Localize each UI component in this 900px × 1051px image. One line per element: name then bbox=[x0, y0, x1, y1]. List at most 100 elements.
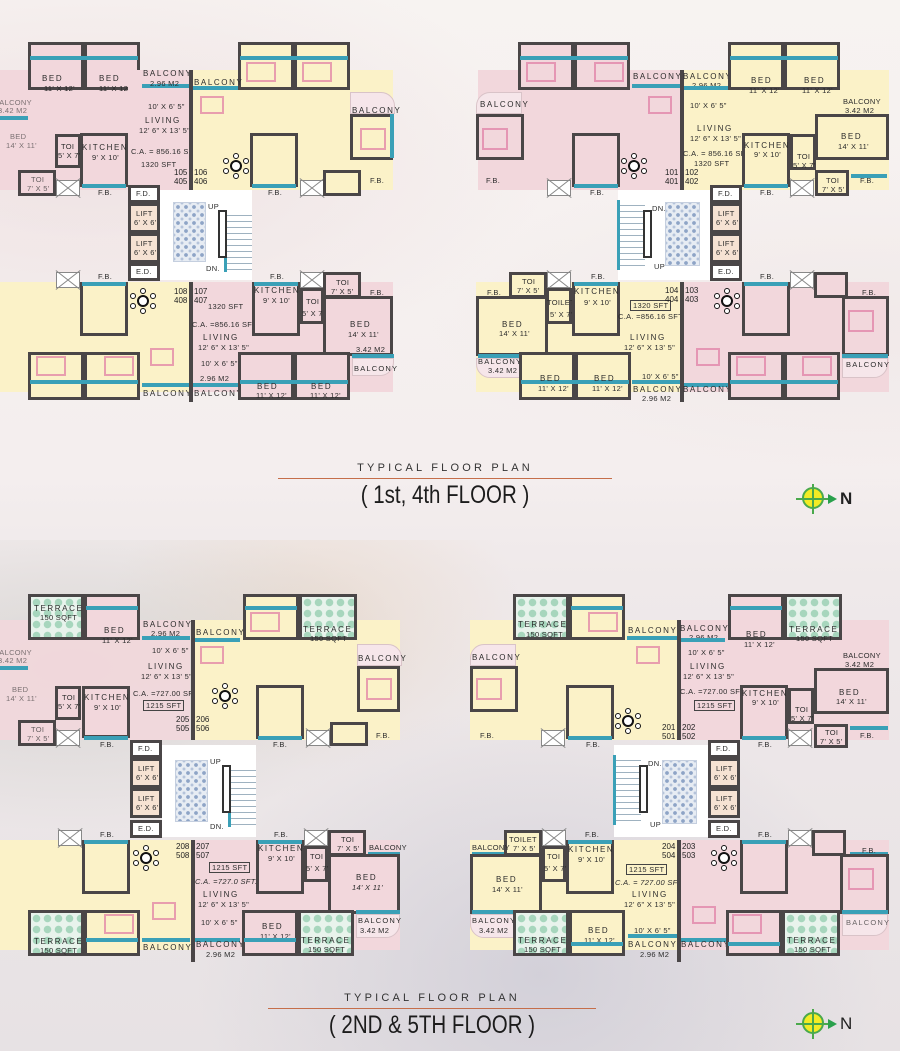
electric-duct bbox=[708, 820, 740, 838]
window bbox=[568, 736, 612, 740]
party-wall bbox=[189, 282, 193, 402]
toilet-room bbox=[814, 272, 848, 298]
kitchen-size: 9' X 10' bbox=[578, 855, 605, 864]
dn-label: DN. bbox=[652, 204, 666, 213]
balcony-label: BALCONY bbox=[194, 78, 244, 87]
fb-label: F.B. bbox=[273, 740, 288, 749]
window bbox=[0, 666, 28, 670]
bed-room bbox=[476, 296, 548, 356]
lift-size: 6' X 6' bbox=[714, 803, 737, 812]
bed-room bbox=[574, 42, 630, 90]
bed-furniture bbox=[848, 868, 874, 890]
side-balcony-size: 3.42 M2 bbox=[360, 926, 390, 935]
balcony-rail bbox=[627, 636, 677, 640]
toilet-label: TOI bbox=[310, 852, 324, 861]
kitchen-room bbox=[742, 282, 790, 336]
fb-label: F.B. bbox=[98, 272, 113, 281]
side-balcony-size: 3.42 M2 bbox=[845, 660, 875, 669]
balcony-label: BALCONY bbox=[196, 628, 246, 637]
bed-furniture bbox=[588, 612, 618, 632]
window bbox=[30, 380, 138, 384]
bed-room bbox=[728, 42, 784, 90]
window bbox=[574, 184, 618, 188]
title-divider bbox=[268, 1008, 596, 1009]
unit-number: 403 bbox=[685, 295, 699, 304]
toilet-size: 7' X 5' bbox=[27, 734, 50, 743]
ed-label: E.D. bbox=[136, 267, 152, 276]
side-balcony bbox=[356, 914, 400, 938]
ed-label: E.D. bbox=[716, 824, 732, 833]
unit-number: 404 bbox=[665, 295, 679, 304]
bed-room bbox=[784, 42, 840, 90]
bed-label: BED bbox=[839, 688, 861, 697]
window bbox=[240, 56, 348, 60]
kitchen-room bbox=[256, 685, 304, 739]
unit-number: 206 bbox=[196, 715, 210, 724]
balcony-rail bbox=[142, 383, 190, 387]
party-wall bbox=[191, 840, 195, 962]
fb-label: F.B. bbox=[591, 272, 606, 281]
unit-number: 407 bbox=[194, 296, 208, 305]
toilet-label: TOI bbox=[826, 176, 840, 185]
terrace-label: TERRACE bbox=[303, 625, 353, 634]
kitchen-size: 9' X 10' bbox=[752, 698, 779, 707]
window bbox=[82, 282, 126, 286]
north-compass-icon: N bbox=[796, 1009, 858, 1039]
terrace bbox=[513, 910, 569, 956]
kitchen-size: 9' X 10' bbox=[754, 150, 781, 159]
unit-number: 204 bbox=[662, 842, 676, 851]
dn-label: DN. bbox=[210, 822, 224, 831]
living-size: 12' 6" X 13' 5" bbox=[198, 343, 250, 352]
duct-shaft bbox=[56, 180, 80, 196]
unit-number: 102 bbox=[685, 168, 699, 177]
kitchen-label: KITCHEN bbox=[742, 689, 789, 698]
dining-table-icon bbox=[714, 288, 740, 314]
fd-label: F.D. bbox=[136, 189, 151, 198]
duct-shaft bbox=[790, 272, 814, 288]
bed-label: BED bbox=[594, 374, 616, 383]
bed-label: BED bbox=[751, 76, 773, 85]
side-balcony bbox=[476, 92, 522, 114]
bed-label: BED bbox=[42, 74, 64, 83]
duct-shaft bbox=[541, 730, 565, 746]
side-balcony bbox=[357, 644, 402, 666]
electric-duct bbox=[710, 263, 742, 281]
unit-number: 104 bbox=[665, 286, 679, 295]
terrace-label: TERRACE bbox=[518, 936, 568, 945]
side-balcony-top-label: BALCONY bbox=[472, 843, 510, 852]
unit-number: 105 bbox=[174, 168, 188, 177]
balcony-label: BALCONY bbox=[143, 620, 193, 629]
north-label: N bbox=[840, 489, 853, 508]
lift-1 bbox=[710, 203, 742, 233]
bed-label: BED bbox=[350, 320, 372, 329]
side-balcony bbox=[350, 92, 395, 114]
left-balcony-label: BALCONY bbox=[0, 98, 32, 107]
lobby-floor-pattern bbox=[173, 202, 206, 262]
toilet-room bbox=[18, 720, 56, 746]
terrace bbox=[28, 594, 84, 640]
toilet-room bbox=[812, 830, 846, 856]
window bbox=[86, 606, 138, 610]
living-size: 12' 6" X 13' 5" bbox=[141, 672, 193, 681]
side-balcony-label: BALCONY bbox=[354, 364, 399, 373]
bed-furniture bbox=[366, 678, 392, 700]
bed-size: 11' X 12' bbox=[260, 932, 291, 941]
window bbox=[258, 736, 302, 740]
deck-size: 10' X 6' 5" bbox=[634, 926, 671, 935]
party-wall bbox=[677, 620, 681, 740]
terrace-size: 150 SQFT bbox=[40, 946, 77, 955]
balcony-rail bbox=[478, 354, 520, 358]
window bbox=[82, 184, 126, 188]
bed-label: BED bbox=[496, 875, 518, 884]
kitchen-label: KITCHEN bbox=[254, 286, 301, 295]
side-balcony-label: BALCONY bbox=[480, 100, 530, 109]
bed-room bbox=[519, 352, 575, 400]
side-balcony-size: 3.42 M2 bbox=[356, 345, 386, 354]
fb-label: F.B. bbox=[862, 288, 877, 297]
living-label: LIVING bbox=[690, 662, 726, 671]
kitchen-room bbox=[740, 840, 788, 894]
bed-furniture bbox=[360, 128, 386, 150]
lift-label: LIFT bbox=[136, 209, 153, 218]
toilet-size: 5' X 7' bbox=[58, 702, 81, 711]
lift-size: 6' X 6' bbox=[134, 218, 157, 227]
